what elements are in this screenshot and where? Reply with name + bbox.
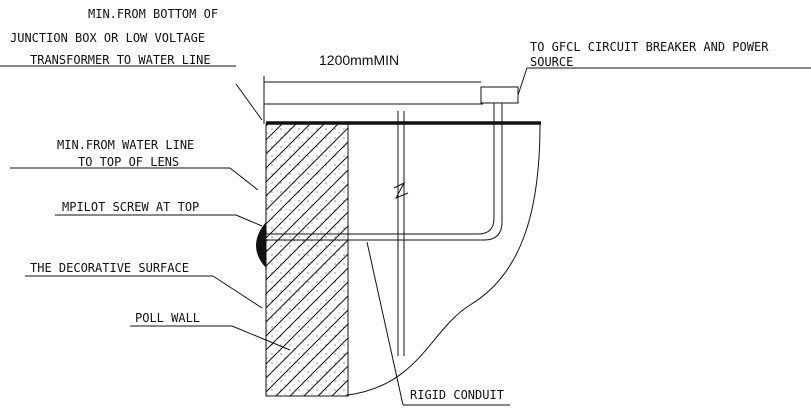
pool-wall-label: POLL WALL (135, 311, 200, 325)
rigid-conduit-label: RIGID CONDUIT (410, 388, 504, 402)
water-line-label-1: MIN.FROM WATER LINE (57, 138, 194, 152)
min-from-bottom-line-3: TRANSFORMER TO WATER LINE (30, 53, 211, 67)
bottom-label-leader (235, 83, 263, 121)
pool-wall-leader (231, 325, 291, 351)
rigid-conduit-leader (366, 241, 404, 406)
pool-wall-speckle (266, 124, 348, 396)
water-line-leader (229, 167, 259, 191)
decorative-surface-label: THE DECORATIVE SURFACE (30, 261, 189, 275)
pipe-break-mark (393, 181, 409, 199)
conduit-outer (266, 103, 495, 235)
pilot-screw-leader (235, 214, 263, 227)
pilot-screw-label: MPILOT SCREW AT TOP (62, 200, 199, 214)
decorative-leader (212, 275, 263, 309)
conduit-inner (266, 103, 503, 241)
junction-box (480, 86, 519, 104)
gfcl-label-2: SOURCE (530, 55, 573, 69)
soil-boundary-curve (347, 123, 541, 396)
gfcl-label-1: TO GFCL CIRCUIT BREAKER AND POWER (530, 40, 769, 54)
water-line-label-2: TO TOP OF LENS (78, 155, 179, 169)
min-from-bottom-line-2: JUNCTION BOX OR LOW VOLTAGE (10, 31, 205, 45)
min-from-bottom-line-1: MIN.FROM BOTTOM OF (88, 7, 218, 21)
light-lens (256, 222, 266, 268)
dimension-label: 1200mmMIN (319, 52, 399, 68)
gfcl-leader (517, 67, 528, 96)
